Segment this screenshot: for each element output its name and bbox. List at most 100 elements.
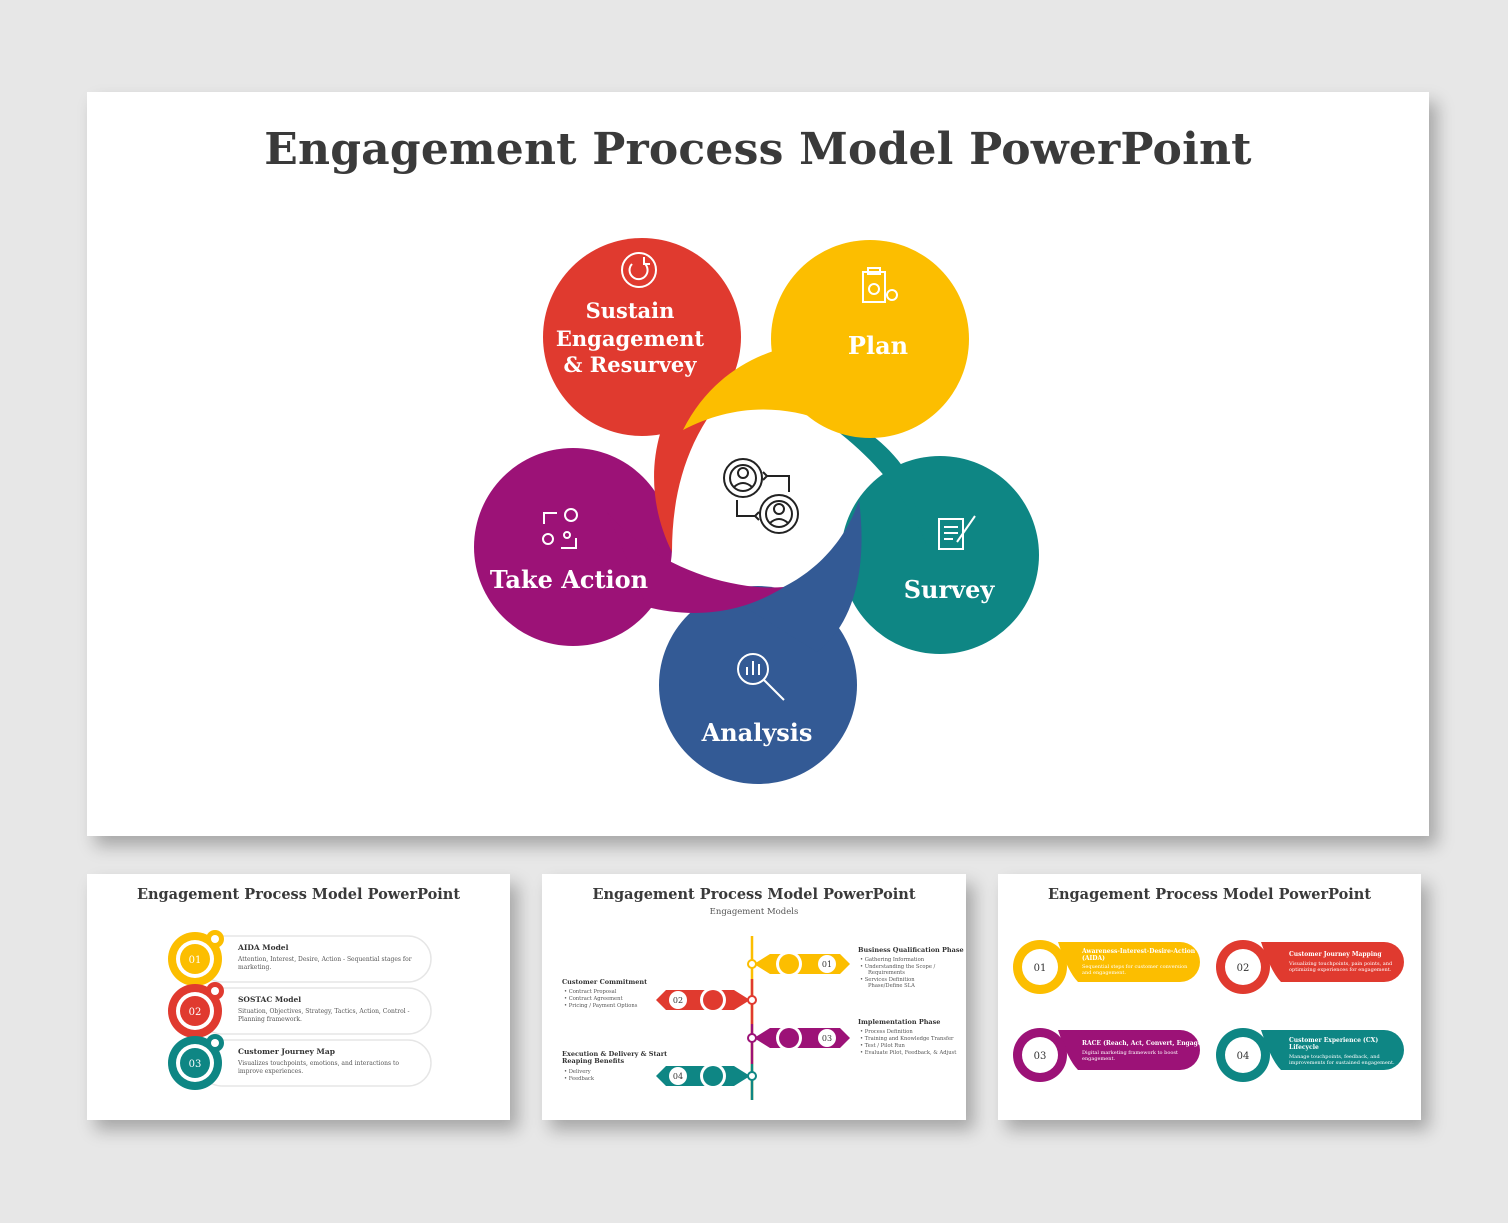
thumb3-item-desc-line2: engagement. (1082, 1056, 1115, 1062)
thumb3-title: Engagement Process Model PowerPoint (1047, 886, 1372, 903)
refresh-icon (621, 252, 657, 288)
thumb1-item-knob-hole (211, 987, 219, 995)
step-bullet: • Contract Proposal (564, 989, 617, 995)
petal-analysis[interactable]: Analysis (659, 500, 862, 784)
thumb3-item-3: 03 RACE (Reach, Act, Convert, Engage) Di… (1013, 1028, 1205, 1082)
thumb1-item-badge (180, 1048, 210, 1078)
petal-survey[interactable]: Survey (794, 403, 1039, 654)
step-num: 04 (673, 1072, 683, 1081)
thumb3-item-desc-line2: and engagement. (1082, 970, 1126, 976)
thumb3-item-title-line2: Lifecycle (1289, 1044, 1319, 1051)
petal-analysis-label: Analysis (701, 718, 813, 747)
step-title-line2: Reaping Benefits (562, 1057, 625, 1065)
step-bullet: • Gathering Information (860, 957, 925, 963)
thumb3-item-badge (1225, 949, 1261, 985)
thumb2-step-3: 03 Implementation Phase • Process Defini… (747, 1018, 957, 1056)
thumb3-item-num: 03 (1034, 1051, 1047, 1062)
step-title: Execution & Delivery & Start (562, 1050, 667, 1058)
thumb1-item-title: AIDA Model (237, 943, 289, 952)
petal-analysis-tail (737, 500, 862, 652)
step-icon (703, 1066, 723, 1086)
step-bullet: • Contract Agreement (564, 996, 623, 1002)
thumbnail-slide-1[interactable]: Engagement Process Model PowerPoint 01 A… (87, 874, 510, 1120)
step-num-circle (818, 1029, 836, 1047)
thumb1-item-desc-line2: Planning framework. (238, 1016, 302, 1023)
thumb1-item-badge (180, 996, 210, 1026)
thumb1-item-knob-hole (211, 935, 219, 943)
petal-plan[interactable]: Plan (683, 240, 969, 438)
petal-take-action-label: Take Action (490, 565, 648, 594)
step-title: Business Qualification Phase (858, 946, 964, 954)
petal-plan-bubble (771, 240, 969, 438)
thumb3-item-banner (1261, 1030, 1404, 1070)
step-title: Implementation Phase (858, 1018, 940, 1026)
step-num-circle (818, 955, 836, 973)
magnifier-chart-icon (737, 653, 785, 701)
petal-sustain-tail (654, 382, 737, 552)
thumb1-item-num: 02 (189, 1007, 202, 1018)
thumb1-title: Engagement Process Model PowerPoint (136, 886, 461, 903)
petal-sustain-bubble (543, 238, 741, 436)
thumb3-item-desc-line1: Digital marketing framework to boost (1082, 1050, 1178, 1056)
process-cycle-diagram: Survey Analysis Take Action (474, 238, 1039, 784)
step-bullet-cont: Requirements (868, 970, 905, 976)
thumb3-grid: 01 Awareness-Interest-Desire-Action (AID… (1013, 940, 1404, 1082)
petal-survey-label: Survey (904, 575, 996, 604)
thumb3-item-banner (1058, 1030, 1200, 1070)
thumb3-item-badge (1225, 1037, 1261, 1073)
thumb1-list: 01 AIDA Model Attention, Interest, Desir… (168, 930, 432, 1090)
step-icon (779, 954, 799, 974)
thumb3-item-title: RACE (Reach, Act, Convert, Engage) (1082, 1040, 1205, 1047)
thumb3-item-banner (1261, 942, 1404, 982)
petal-sustain-label-line1: Sustain (586, 298, 675, 323)
thumb3-item-badge (1022, 1037, 1058, 1073)
step-bullet: • Training and Knowledge Transfer (860, 1036, 954, 1042)
petal-sustain-label-line3: & Resurvey (563, 352, 697, 377)
thumb1-item-2: 02 SOSTAC Model Situation, Objectives, S… (168, 982, 432, 1038)
step-bullet: • Understanding the Scope / (860, 964, 936, 970)
thumb3-item-title: Awareness-Interest-Desire-Action (1081, 948, 1196, 955)
main-slide[interactable]: Engagement Process Model PowerPoint Surv… (87, 92, 1429, 836)
thumb3-item-2: 02 Customer Journey Mapping Visualizing … (1216, 940, 1404, 994)
step-bullet: • Process Definition (860, 1029, 913, 1035)
thumb3-item-1: 01 Awareness-Interest-Desire-Action (AID… (1013, 940, 1200, 994)
step-title: Customer Commitment (562, 978, 647, 986)
center-hub (687, 422, 827, 562)
petal-survey-bubble (841, 456, 1039, 654)
thumb1-item-num: 03 (189, 1059, 202, 1070)
step-num: 03 (822, 1034, 832, 1043)
thumb2-step-1: 01 Business Qualification Phase • Gather… (747, 946, 964, 989)
thumb3-item-desc-line2: improvements for sustained engagement. (1289, 1060, 1395, 1066)
thumb3-item-title-line2: (AIDA) (1082, 955, 1105, 962)
petal-plan-label: Plan (848, 331, 908, 360)
thumb3-item-badge (1022, 949, 1058, 985)
petal-take-action[interactable]: Take Action (474, 448, 784, 646)
step-num-circle (669, 1067, 687, 1085)
thumb1-item-desc-line2: marketing. (238, 964, 271, 971)
thumb1-item-desc-line1: Visualizes touchpoints, emotions, and in… (237, 1060, 399, 1067)
thumbnail-slide-2[interactable]: Engagement Process Model PowerPoint Enga… (542, 874, 966, 1120)
thumb2-title: Engagement Process Model PowerPoint (592, 886, 916, 903)
thumb3-item-desc-line2: optimizing experiences for engagement. (1289, 967, 1392, 973)
thumb3-item-desc-line1: Sequential steps for customer conversion (1082, 964, 1188, 970)
idea-gears-icon (542, 508, 578, 549)
thumb1-item-desc-line2: improve experiences. (238, 1068, 303, 1075)
thumb1-item-desc-line1: Attention, Interest, Desire, Action - Se… (237, 956, 412, 963)
petal-take-action-tail (607, 512, 784, 613)
step-bullet-cont: Phase/Define SLA (868, 983, 915, 989)
thumb2-timeline: 01 Business Qualification Phase • Gather… (562, 936, 964, 1100)
thumb3-item-4: 04 Customer Experience (CX) Lifecycle Ma… (1216, 1028, 1404, 1082)
user-exchange-icon (723, 458, 799, 534)
thumb3-item-num: 04 (1237, 1051, 1250, 1062)
step-icon (779, 1028, 799, 1048)
petal-sustain[interactable]: Sustain Engagement & Resurvey (543, 238, 741, 552)
petal-plan-tail (683, 347, 827, 430)
document-pen-icon (938, 515, 976, 550)
step-num-circle (669, 991, 687, 1009)
step-num: 01 (822, 960, 832, 969)
thumb3-item-title: Customer Journey Mapping (1289, 951, 1382, 958)
thumb3-item-desc-line1: Visualizing touchpoints, pain points, an… (1288, 961, 1393, 967)
thumb1-item-badge (180, 944, 210, 974)
thumbnail-slide-3[interactable]: Engagement Process Model PowerPoint 01 A… (998, 874, 1421, 1120)
step-bullet: • Pricing / Payment Options (564, 1003, 638, 1009)
